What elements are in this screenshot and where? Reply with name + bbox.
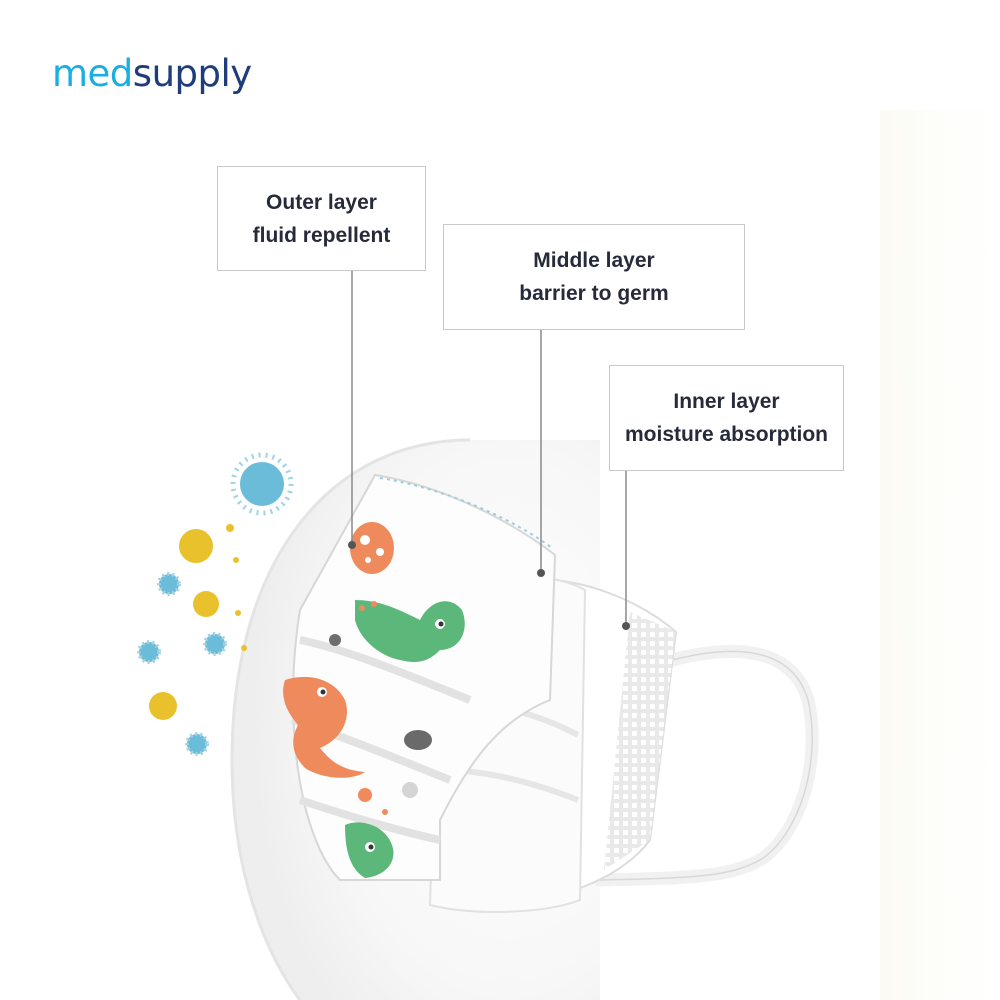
- brand-name-part2: supply: [132, 52, 252, 95]
- outer-layer-subtitle: fluid repellent: [252, 223, 391, 247]
- outer-layer-title: Outer layer: [266, 190, 377, 214]
- inner-layer-callout: Inner layer moisture absorption: [609, 365, 844, 471]
- germ-particles: [137, 452, 294, 756]
- leader-dot: [348, 541, 356, 549]
- background-band: [880, 110, 1000, 1000]
- blue-germ: [203, 632, 227, 656]
- brand-logo: medsupply: [52, 52, 252, 95]
- inner-layer-subtitle: moisture absorption: [624, 423, 829, 446]
- yellow-germ: [179, 529, 213, 563]
- outer-layer-callout: Outer layer fluid repellent: [217, 166, 426, 271]
- blue-germ-large: [230, 452, 294, 516]
- middle-layer-callout: Middle layer barrier to germ: [443, 224, 745, 330]
- egg-shape: [350, 522, 394, 574]
- outer-layer: [283, 473, 557, 881]
- blue-germ: [137, 640, 161, 664]
- middle-layer-title: Middle layer: [533, 249, 655, 272]
- leader-dot: [622, 622, 630, 630]
- leader-lines: [351, 271, 627, 626]
- orange-dino-shape: [283, 676, 365, 778]
- blue-germ: [185, 732, 209, 756]
- yellow-germ: [193, 591, 219, 617]
- blue-germ: [157, 572, 181, 596]
- yellow-germ: [149, 692, 177, 720]
- green-dino-shape: [355, 600, 465, 662]
- brand-name-part1: med: [52, 52, 133, 95]
- green-dino-small-shape: [345, 822, 394, 878]
- middle-layer-subtitle: barrier to germ: [519, 282, 669, 305]
- leader-dot: [537, 569, 545, 577]
- inner-layer-title: Inner layer: [673, 390, 780, 413]
